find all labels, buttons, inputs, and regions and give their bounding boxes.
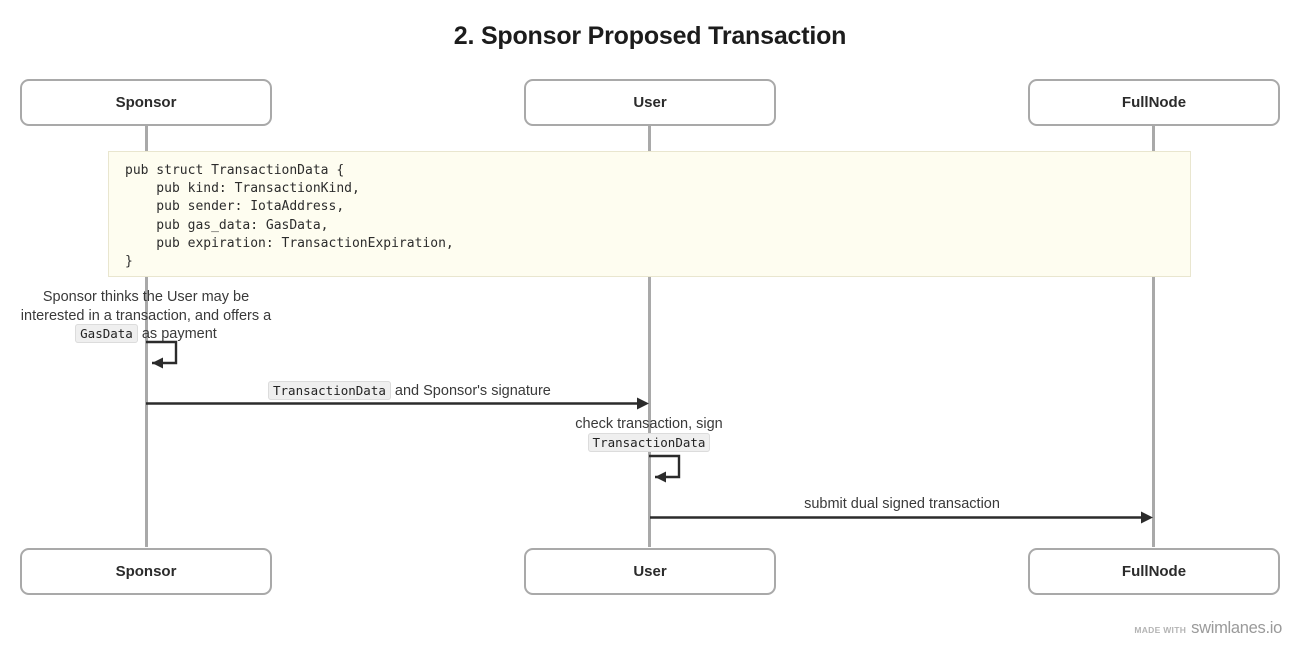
participant-label: Sponsor — [115, 563, 177, 580]
lifeline-fullnode — [1152, 126, 1155, 547]
message-arrow-sponsor-to-user — [146, 397, 649, 410]
footer-brand-label: swimlanes.io — [1191, 619, 1282, 637]
code-note-content: pub struct TransactionData { pub kind: T… — [125, 163, 454, 270]
note-text-part: as payment — [137, 326, 217, 342]
participant-header-fullnode[interactable]: FullNode — [1028, 79, 1280, 126]
participant-label: User — [633, 94, 667, 111]
participant-label: FullNode — [1121, 94, 1187, 111]
inline-code-transactiondata-2: TransactionData — [587, 432, 711, 452]
note-text-part: Sponsor thinks the User may be intereste… — [20, 289, 272, 324]
note-sponsor-self-label: Sponsor thinks the User may be intereste… — [18, 288, 274, 344]
note-text-part: check transaction, sign — [575, 416, 723, 432]
message-label-user-to-fullnode: submit dual signed transaction — [650, 495, 1154, 514]
participant-header-sponsor[interactable]: Sponsor — [20, 79, 272, 126]
participant-label: FullNode — [1121, 563, 1187, 580]
self-arrow-user — [649, 454, 681, 483]
note-user-self-label: check transaction, sign TransactionData — [548, 415, 750, 452]
message-text-part: and Sponsor's signature — [390, 383, 551, 399]
message-text-part: submit dual signed transaction — [804, 496, 1000, 512]
code-note-transaction-data: pub struct TransactionData { pub kind: T… — [108, 151, 1191, 277]
footer-branding[interactable]: Made with swimlanes.io — [1134, 619, 1282, 638]
lifeline-sponsor — [145, 126, 148, 547]
participant-footer-sponsor[interactable]: Sponsor — [20, 548, 272, 595]
footer-made-with-label: Made with — [1134, 625, 1187, 635]
message-arrow-user-to-fullnode — [650, 511, 1153, 524]
inline-code-transactiondata: TransactionData — [268, 381, 391, 400]
participant-header-user[interactable]: User — [524, 79, 776, 126]
page-title: 2. Sponsor Proposed Transaction — [453, 22, 847, 50]
participant-label: Sponsor — [115, 94, 177, 111]
participant-footer-user[interactable]: User — [524, 548, 776, 595]
message-label-sponsor-to-user: TransactionData and Sponsor's signature — [268, 381, 551, 401]
participant-label: User — [633, 563, 667, 580]
participant-footer-fullnode[interactable]: FullNode — [1028, 548, 1280, 595]
inline-code-gasdata: GasData — [75, 324, 138, 343]
self-arrow-sponsor — [146, 340, 178, 369]
lifeline-user — [648, 126, 651, 547]
